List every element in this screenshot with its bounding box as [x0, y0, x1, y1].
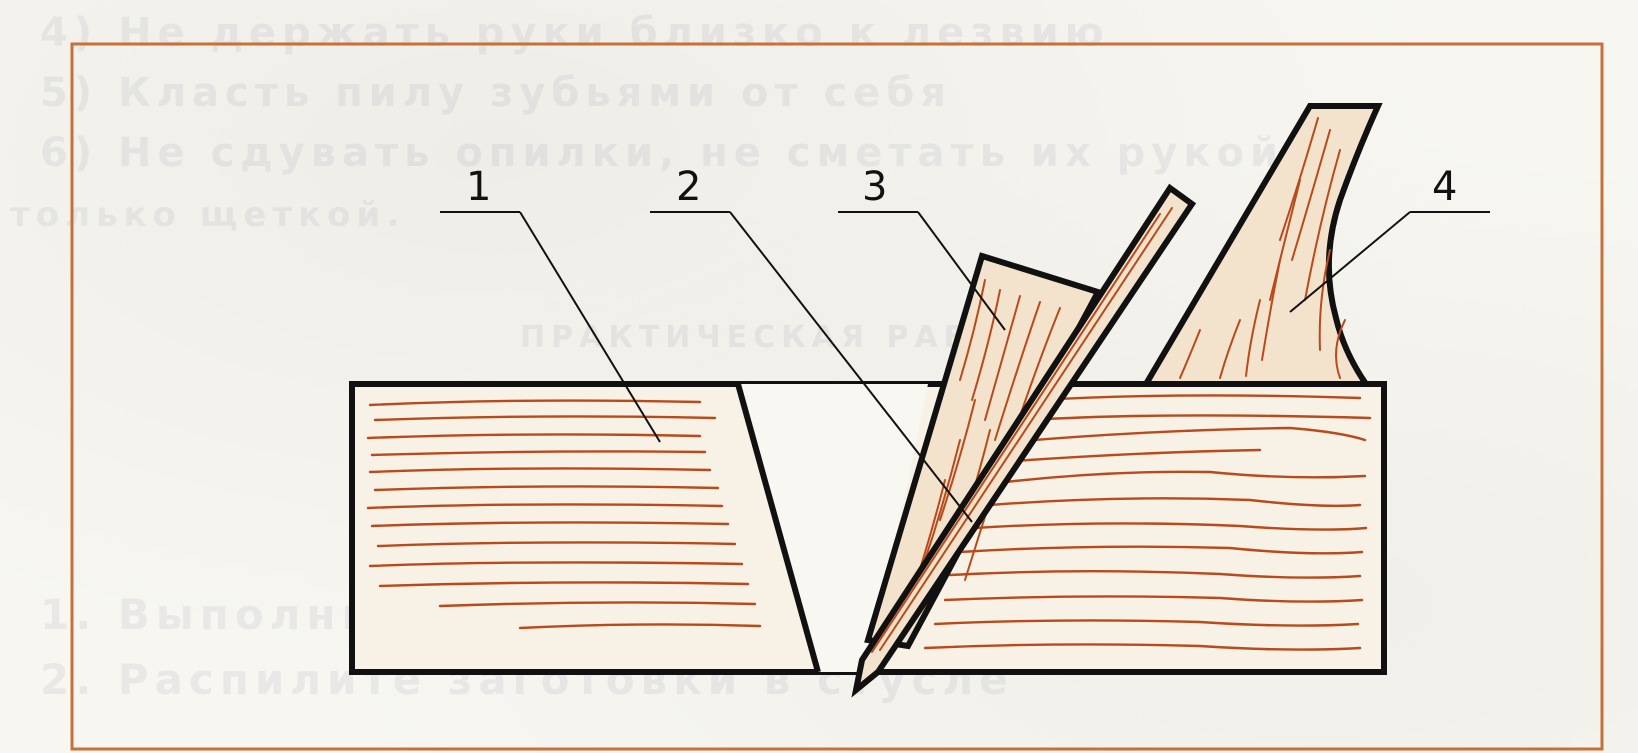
label-4: 4 [1432, 164, 1457, 210]
plane-body [352, 384, 1384, 672]
label-1: 1 [466, 164, 491, 210]
label-3: 3 [862, 164, 887, 210]
handle-shape [1146, 106, 1378, 384]
plane-handle [1146, 106, 1378, 384]
label-2: 2 [676, 164, 701, 210]
